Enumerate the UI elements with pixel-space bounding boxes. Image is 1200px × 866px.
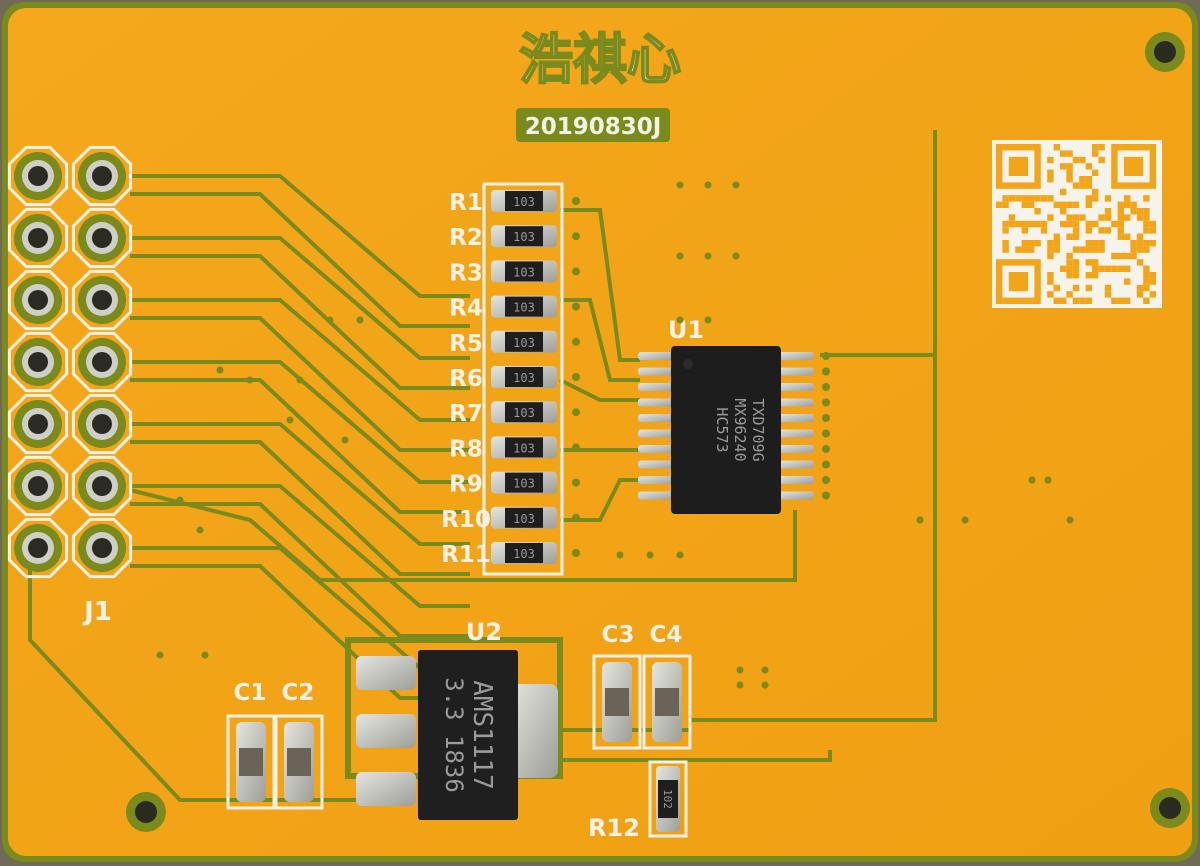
brand-text: 浩祺心 xyxy=(519,28,681,91)
mounting-hole-top-right xyxy=(1145,32,1185,72)
resistor-ref: R7 xyxy=(449,401,483,427)
resistor-ref: R5 xyxy=(449,331,483,357)
resistor-ref: R8 xyxy=(449,436,483,462)
header-pin xyxy=(71,393,133,455)
resistor: 103 xyxy=(491,366,557,388)
mounting-hole-bottom-left xyxy=(126,792,166,832)
resistor: 103 xyxy=(491,225,557,248)
resistor-marking: 103 xyxy=(513,371,535,385)
resistor: 103 xyxy=(491,542,557,564)
header-pin xyxy=(71,517,133,579)
resistor-ref: R11 xyxy=(441,542,491,568)
resistor: 103 xyxy=(491,190,557,212)
u1-line1: HC573 xyxy=(713,407,731,452)
capacitor xyxy=(592,654,642,750)
capacitor-ref: C2 xyxy=(282,680,315,706)
resistor-marking: 103 xyxy=(513,230,535,244)
date-code-box xyxy=(516,108,670,142)
resistor-marking: 103 xyxy=(513,547,535,561)
u1-line2: MX96240 xyxy=(731,398,749,461)
u1-line3: TXD709G xyxy=(749,398,767,461)
connector-label: J1 xyxy=(82,597,112,627)
u2-line2: 3.3 1836 xyxy=(440,677,468,793)
resistor: 103 xyxy=(491,401,557,424)
resistor-marking: 103 xyxy=(513,265,535,279)
resistor-marking: 103 xyxy=(513,441,535,455)
resistor-ref: R6 xyxy=(449,366,483,392)
header-pin xyxy=(7,207,69,269)
resistor-array-outline xyxy=(482,182,564,576)
resistor-marking: 103 xyxy=(513,512,535,526)
resistor-ref: R2 xyxy=(449,225,483,251)
resistor-marking: 103 xyxy=(513,336,535,350)
u2-ref: U2 xyxy=(466,618,502,646)
header-pin xyxy=(7,393,69,455)
header-pin xyxy=(7,455,69,517)
resistor: 103 xyxy=(491,295,557,318)
resistor-array: 103R1103R2103R3103R4103R5103R6103R7103R8… xyxy=(441,190,580,568)
capacitor xyxy=(226,714,276,810)
header-pin xyxy=(71,269,133,331)
u2-line1: AMS1117 xyxy=(467,680,497,790)
resistor-marking: 103 xyxy=(513,406,535,420)
resistor: 103 xyxy=(491,330,557,353)
resistor-ref: R4 xyxy=(449,296,483,322)
mounting-hole-bottom-right xyxy=(1150,788,1190,828)
vias xyxy=(156,181,1074,689)
resistor-marking: 103 xyxy=(513,195,535,209)
capacitors: C1 C2 C3 C4 xyxy=(226,622,692,810)
resistor: 103 xyxy=(491,436,557,459)
resistor-ref: R10 xyxy=(441,507,491,533)
resistor-ref: R9 xyxy=(449,472,483,498)
header-pin xyxy=(7,145,69,207)
r12-marking: 102 xyxy=(661,789,674,809)
resistor: 103 xyxy=(491,506,557,529)
capacitor-ref: C3 xyxy=(602,622,635,648)
resistor-ref: R3 xyxy=(449,260,483,286)
header-pin xyxy=(7,269,69,331)
resistor-ref: R1 xyxy=(449,190,483,216)
capacitor-ref: C1 xyxy=(234,680,267,706)
header-pin xyxy=(7,517,69,579)
resistor-r12: 102 xyxy=(648,760,688,838)
header-pin xyxy=(71,331,133,393)
u1-ref: U1 xyxy=(668,316,704,344)
header-pin xyxy=(7,331,69,393)
regulator-u2: AMS1117 3.3 1836 xyxy=(345,637,563,820)
capacitor xyxy=(274,714,324,810)
resistor-marking: 103 xyxy=(513,477,535,491)
header-pin xyxy=(71,455,133,517)
qr-code xyxy=(992,140,1162,308)
resistor: 103 xyxy=(491,471,557,494)
capacitor xyxy=(642,654,692,750)
capacitor-ref: C4 xyxy=(650,622,683,648)
header-pin xyxy=(71,145,133,207)
resistor: 103 xyxy=(491,260,557,283)
resistor-marking: 103 xyxy=(513,301,535,315)
header-pin xyxy=(71,207,133,269)
ic-u1: HC573 MX96240 TXD709G xyxy=(638,346,830,514)
pin-header-j1 xyxy=(7,145,133,579)
date-code: 20190830J xyxy=(525,114,662,140)
r12-ref: R12 xyxy=(588,814,640,842)
